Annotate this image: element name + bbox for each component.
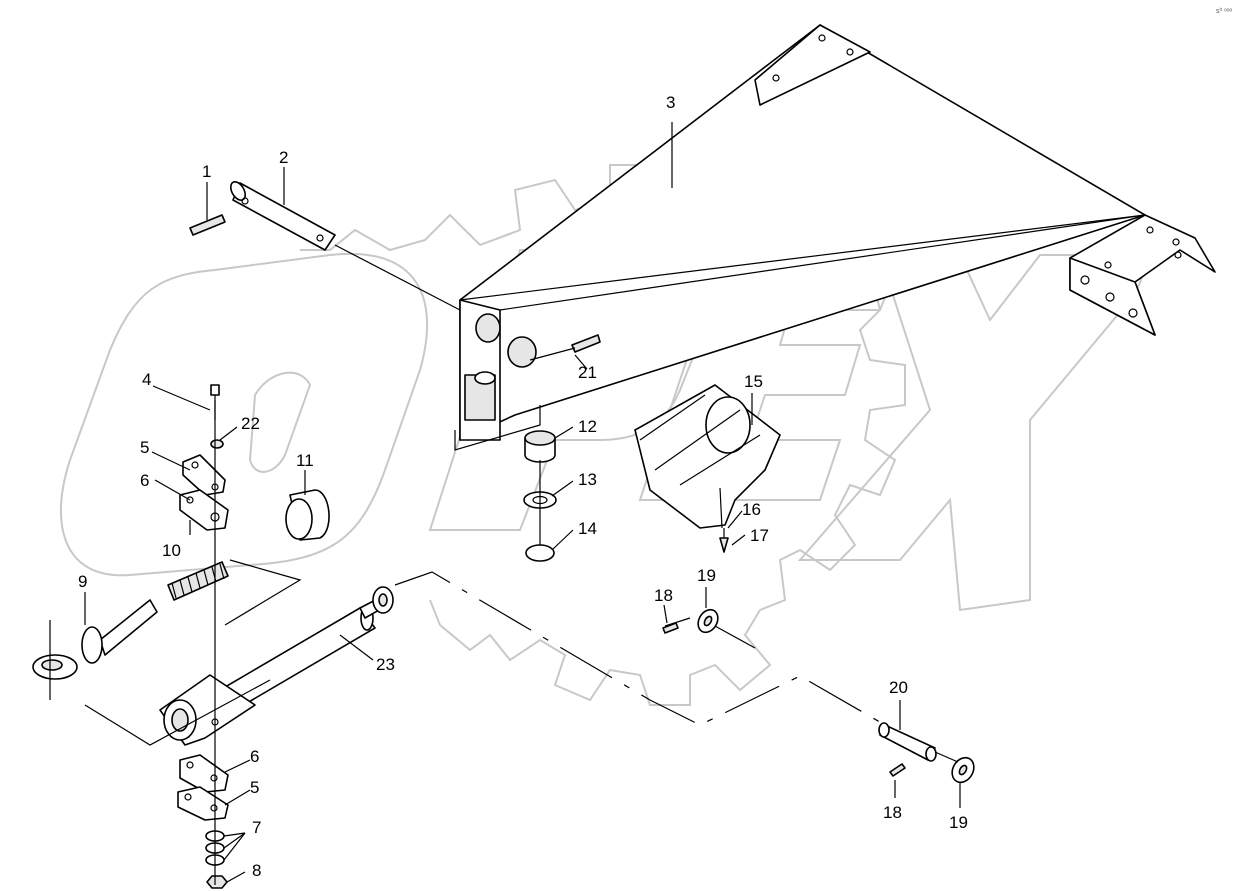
callout-5-top: 5 bbox=[140, 438, 149, 457]
callout-19-right: 19 bbox=[949, 813, 968, 832]
callout-8: 8 bbox=[252, 861, 261, 880]
plate-part-6-top bbox=[179, 489, 229, 531]
callout-13: 13 bbox=[578, 470, 597, 489]
callout-7: 7 bbox=[252, 818, 261, 837]
plate-part-6-bottom bbox=[179, 754, 229, 793]
callout-4: 4 bbox=[142, 370, 151, 389]
guide-pin-18 bbox=[664, 617, 691, 627]
cover-part-15 bbox=[634, 384, 781, 529]
callout-23: 23 bbox=[376, 655, 395, 674]
callout-labels: 1 2 3 4 5 5 6 6 7 8 9 10 11 12 13 14 15 … bbox=[78, 93, 968, 880]
callout-10: 10 bbox=[162, 541, 181, 560]
callout-18-mid: 18 bbox=[654, 586, 673, 605]
watermark-gear bbox=[300, 164, 906, 706]
callout-17: 17 bbox=[750, 526, 769, 545]
circlip-part-14 bbox=[525, 544, 555, 562]
callout-1: 1 bbox=[202, 162, 211, 181]
callout-9: 9 bbox=[78, 572, 87, 591]
pin-part-18-mid bbox=[662, 622, 679, 634]
watermark-letter-e bbox=[638, 259, 902, 501]
bushing-part-12 bbox=[524, 430, 556, 463]
callout-16: 16 bbox=[742, 500, 761, 519]
callout-6-bottom: 6 bbox=[250, 747, 259, 766]
callout-14: 14 bbox=[578, 519, 597, 538]
pin-part-18-right bbox=[889, 763, 906, 777]
nut-part-8 bbox=[206, 875, 228, 889]
guide-bushing-11 bbox=[224, 559, 302, 626]
guide-cylinder bbox=[84, 679, 271, 746]
callout-6-top: 6 bbox=[140, 471, 149, 490]
callout-18-right: 18 bbox=[883, 803, 902, 822]
nut-part-22 bbox=[210, 439, 224, 449]
cylinder-part-23 bbox=[159, 586, 394, 746]
corner-mark: s⁰ ᵒᵒᵒ bbox=[1216, 7, 1233, 15]
leader-2-to-frame bbox=[334, 244, 461, 311]
eye-rod-part-9 bbox=[32, 599, 158, 680]
plate-part-5-top bbox=[182, 454, 226, 496]
callout-12: 12 bbox=[578, 417, 597, 436]
leader-lines bbox=[84, 122, 961, 883]
guide-pin-20 bbox=[394, 571, 886, 726]
pin-part-20 bbox=[878, 722, 937, 762]
callout-3: 3 bbox=[666, 93, 675, 112]
spring-part-10 bbox=[167, 561, 229, 601]
guide-washer-19 bbox=[714, 625, 756, 649]
callout-2: 2 bbox=[279, 148, 288, 167]
callout-15: 15 bbox=[744, 372, 763, 391]
screw-part-17 bbox=[719, 528, 729, 553]
watermark-letter-o bbox=[59, 252, 428, 577]
main-frame-part-3 bbox=[454, 24, 1216, 451]
pin-part-2 bbox=[229, 181, 336, 251]
callout-19-mid: 19 bbox=[697, 566, 716, 585]
pin-part-1 bbox=[189, 214, 226, 236]
bushing-part-21-pin bbox=[507, 334, 601, 368]
bushing-part-11 bbox=[285, 489, 330, 541]
callout-5-bottom: 5 bbox=[250, 778, 259, 797]
plate-part-5-bottom bbox=[177, 786, 229, 821]
guide-pin-20-washer bbox=[934, 751, 959, 763]
callout-22: 22 bbox=[241, 414, 260, 433]
washer-part-19-mid bbox=[697, 608, 719, 634]
callout-21: 21 bbox=[578, 363, 597, 382]
callout-20: 20 bbox=[889, 678, 908, 697]
washer-part-19-right bbox=[951, 756, 975, 784]
callout-11: 11 bbox=[296, 451, 314, 470]
